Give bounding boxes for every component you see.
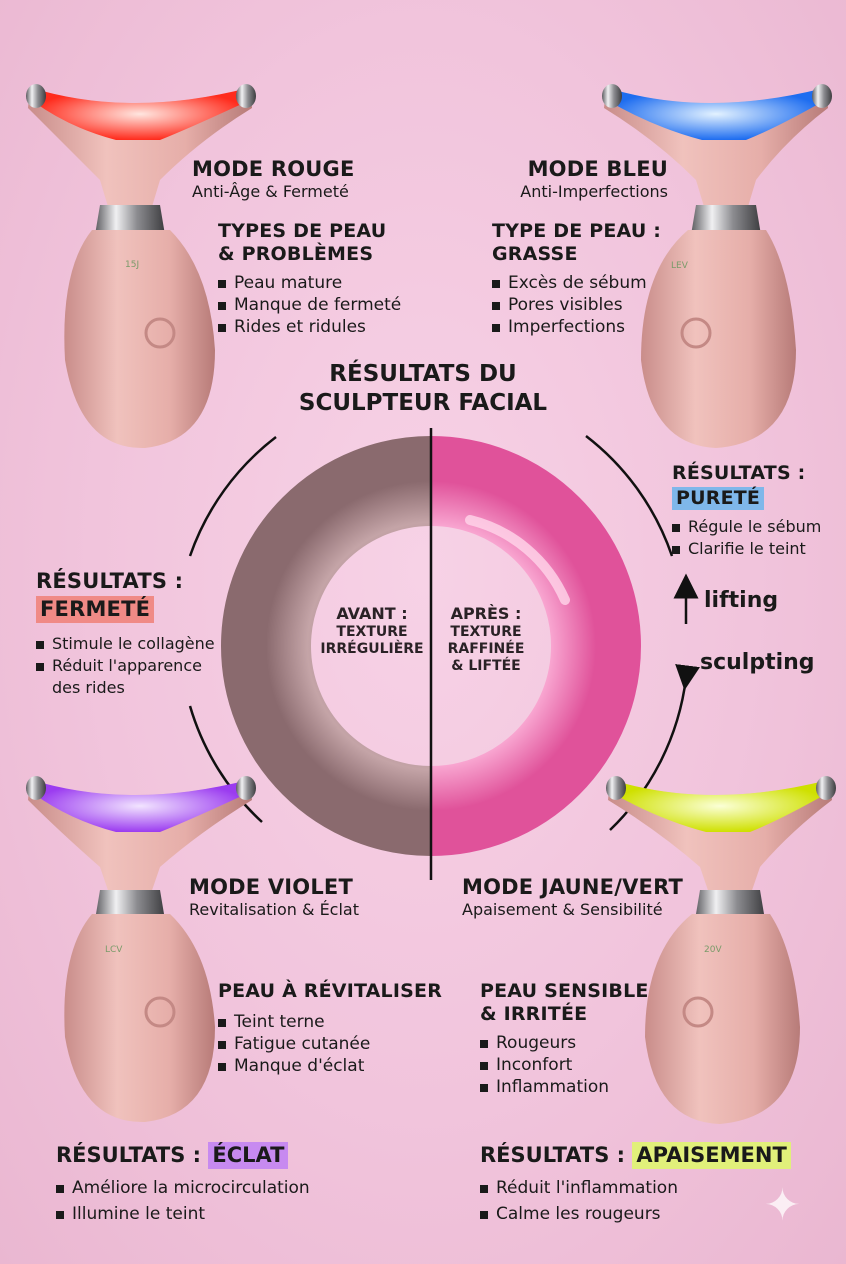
device-red-label: 15J <box>125 260 139 270</box>
mode-violet-title: MODE VIOLET <box>189 875 354 899</box>
list-item: Peau mature <box>218 272 438 294</box>
mode-bleu-skin-heading-1: TYPE DE PEAU : <box>492 220 662 242</box>
device-yellow: 20V <box>606 776 836 1124</box>
results-fermete-badge: FERMETÉ <box>36 596 155 623</box>
list-item: Manque de fermeté <box>218 294 438 316</box>
mode-violet-skin-heading: PEAU À RÉVITALISER <box>218 980 443 1002</box>
list-item: Clarifie le teint <box>672 538 842 560</box>
list-item: Régule le sébum <box>672 516 842 538</box>
results-fermete: RÉSULTATS : FERMETÉ Stimule le collagène… <box>36 568 236 699</box>
mode-jaune-title: MODE JAUNE/VERT <box>462 875 684 899</box>
list-item: Fatigue cutanée <box>218 1033 458 1055</box>
results-fermete-item-continued: des rides <box>52 678 125 697</box>
results-eclat-prefix: RÉSULTATS : <box>56 1143 202 1167</box>
mode-bleu-block: MODE BLEU Anti-Imperfections <box>420 156 668 202</box>
results-eclat-badge: ÉCLAT <box>208 1142 289 1169</box>
lifting-label: lifting <box>704 588 779 613</box>
mode-bleu-skin-heading-2: GRASSE <box>492 243 578 265</box>
list-item: Réduit l'inflammation <box>480 1177 820 1199</box>
list-item: Inconfort <box>480 1054 680 1076</box>
mode-rouge-block: MODE ROUGE Anti-Âge & Fermeté <box>192 156 432 202</box>
mode-rouge-skin: TYPES DE PEAU & PROBLÈMES Peau mature Ma… <box>218 220 438 338</box>
ring-before-title: AVANT : <box>336 604 408 623</box>
list-item: Réduit l'apparence <box>36 655 236 677</box>
mode-violet-block: MODE VIOLET Revitalisation & Éclat <box>189 874 429 920</box>
results-purete: RÉSULTATS : PURETÉ Régule le sébum Clari… <box>672 462 842 560</box>
device-red: 15J <box>26 84 256 449</box>
mode-bleu-skin: TYPE DE PEAU : GRASSE Excès de sébum Por… <box>492 220 692 338</box>
results-apaisement: RÉSULTATS : APAISEMENT Réduit l'inflamma… <box>480 1142 820 1225</box>
mode-jaune-skin-heading-2: & IRRITÉE <box>480 1003 588 1025</box>
page-title: RÉSULTATS DU SCULPTEUR FACIAL <box>223 360 623 418</box>
device-blue-label: LEV <box>671 261 689 271</box>
mode-rouge-title: MODE ROUGE <box>192 157 355 181</box>
mode-jaune-block: MODE JAUNE/VERT Apaisement & Sensibilité <box>462 874 702 920</box>
list-item: Rougeurs <box>480 1032 680 1054</box>
mode-bleu-title: MODE BLEU <box>527 157 668 181</box>
list-item: Imperfections <box>492 316 692 338</box>
ring-after-line-1: TEXTURE <box>450 624 522 640</box>
list-item: Rides et ridules <box>218 316 438 338</box>
device-blue: LEV <box>602 84 832 448</box>
list-item: Améliore la microcirculation <box>56 1177 396 1199</box>
results-apaisement-badge: APAISEMENT <box>632 1142 791 1169</box>
ring-before-line-2: IRRÉGULIÈRE <box>320 641 424 657</box>
mode-bleu-subtitle: Anti-Imperfections <box>520 182 668 201</box>
page-title-line-2: SCULPTEUR FACIAL <box>298 390 548 416</box>
ring-after-line-3: & LIFTÉE <box>451 658 521 674</box>
mode-violet-subtitle: Revitalisation & Éclat <box>189 900 359 919</box>
list-item: Teint terne <box>218 1011 458 1033</box>
page-title-line-1: RÉSULTATS DU <box>329 361 517 387</box>
mode-rouge-skin-heading-2: & PROBLÈMES <box>218 243 374 265</box>
device-violet: LCV <box>26 776 256 1123</box>
results-purete-prefix: RÉSULTATS : <box>672 462 806 484</box>
results-eclat: RÉSULTATS : ÉCLAT Améliore la microcircu… <box>56 1142 396 1225</box>
mode-jaune-skin: PEAU SENSIBLE & IRRITÉE Rougeurs Inconfo… <box>480 980 680 1098</box>
mode-rouge-subtitle: Anti-Âge & Fermeté <box>192 182 349 201</box>
ring-after: APRÈS : TEXTURE RAFFINÉE & LIFTÉE <box>436 604 536 675</box>
mode-rouge-skin-heading-1: TYPES DE PEAU <box>218 220 387 242</box>
mode-jaune-subtitle: Apaisement & Sensibilité <box>462 900 663 919</box>
ring-before-line-1: TEXTURE <box>336 624 408 640</box>
ring-after-line-2: RAFFINÉE <box>447 641 525 657</box>
device-violet-label: LCV <box>105 945 123 955</box>
sculpting-label: sculpting <box>700 650 815 675</box>
list-item: Inflammation <box>480 1076 680 1098</box>
sparkle-icon: ✦ <box>764 1180 801 1231</box>
results-fermete-prefix: RÉSULTATS : <box>36 569 184 593</box>
results-purete-badge: PURETÉ <box>672 487 765 510</box>
ring-before: AVANT : TEXTURE IRRÉGULIÈRE <box>316 604 428 658</box>
list-item: Pores visibles <box>492 294 692 316</box>
results-apaisement-prefix: RÉSULTATS : <box>480 1143 626 1167</box>
mode-jaune-skin-heading-1: PEAU SENSIBLE <box>480 980 649 1002</box>
ring-after-title: APRÈS : <box>450 604 522 623</box>
list-item: Illumine le teint <box>56 1203 396 1225</box>
device-yellow-label: 20V <box>704 945 722 955</box>
list-item: Stimule le collagène <box>36 633 236 655</box>
mode-violet-skin: PEAU À RÉVITALISER Teint terne Fatigue c… <box>218 980 458 1077</box>
list-item: Excès de sébum <box>492 272 692 294</box>
list-item: Manque d'éclat <box>218 1055 458 1077</box>
list-item: Calme les rougeurs <box>480 1203 820 1225</box>
